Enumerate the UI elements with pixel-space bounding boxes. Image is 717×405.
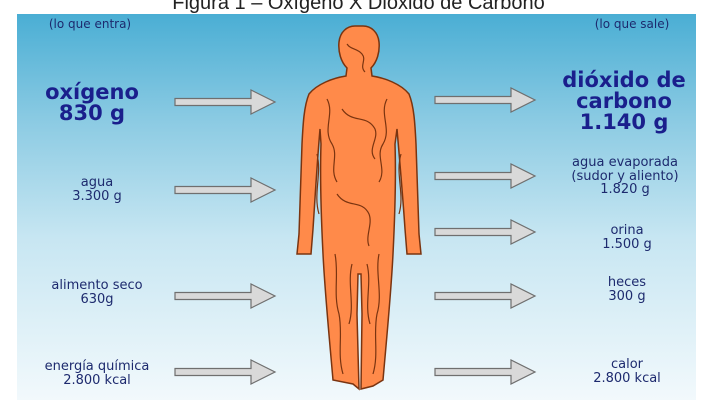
diagram-panel: (lo que entra) (lo que sale) oxígeno 830… [17, 14, 696, 400]
output-heat-name: calor [572, 358, 682, 372]
output-label-urine: orina 1.500 g [577, 224, 677, 251]
input-label-water: agua 3.300 g [37, 176, 157, 203]
output-co2-name-2: carbono [552, 91, 696, 112]
input-food-name: alimento seco [27, 279, 167, 293]
input-label-chemical-energy: energía química 2.800 kcal [22, 360, 172, 387]
input-energy-name: energía química [22, 360, 172, 374]
input-food-amount: 630g [27, 293, 167, 307]
output-label-evaporated-water: agua evaporada (sudor y aliento) 1.820 g [557, 156, 693, 197]
input-water-name: agua [37, 176, 157, 190]
input-arrows [175, 90, 275, 384]
output-label-feces: heces 300 g [577, 276, 677, 303]
human-body-silhouette [297, 26, 421, 389]
input-arrow-3 [175, 284, 275, 308]
output-urine-amount: 1.500 g [577, 238, 677, 252]
input-energy-amount: 2.800 kcal [22, 374, 172, 388]
output-arrow-1 [435, 88, 535, 112]
input-oxygen-name: oxígeno [17, 82, 167, 103]
input-arrow-1 [175, 90, 275, 114]
output-feces-name: heces [577, 276, 677, 290]
outputs-header: (lo que sale) [577, 18, 687, 31]
output-arrow-3 [435, 220, 535, 244]
output-arrow-4 [435, 284, 535, 308]
input-arrow-2 [175, 178, 275, 202]
output-arrow-5 [435, 360, 535, 384]
output-evap-detail: (sudor y aliento) [557, 170, 693, 184]
inputs-header: (lo que entra) [25, 18, 155, 31]
output-feces-amount: 300 g [577, 290, 677, 304]
input-label-oxygen: oxígeno 830 g [17, 82, 167, 124]
output-evap-amount: 1.820 g [557, 183, 693, 197]
human-body-figure [297, 26, 421, 389]
output-label-carbon-dioxide: dióxido de carbono 1.140 g [552, 70, 696, 133]
output-evap-name: agua evaporada [557, 156, 693, 170]
output-label-heat: calor 2.800 kcal [572, 358, 682, 385]
output-arrow-2 [435, 164, 535, 188]
input-label-dry-food: alimento seco 630g [27, 279, 167, 306]
output-co2-amount: 1.140 g [552, 112, 696, 133]
figure-title: Figura 1 – Oxígeno X Dióxido de Carbono [0, 0, 717, 14]
output-heat-amount: 2.800 kcal [572, 372, 682, 386]
output-arrows [435, 88, 535, 384]
output-co2-name-1: dióxido de [552, 70, 696, 91]
input-water-amount: 3.300 g [37, 190, 157, 204]
input-arrow-4 [175, 360, 275, 384]
input-oxygen-amount: 830 g [17, 103, 167, 124]
output-urine-name: orina [577, 224, 677, 238]
